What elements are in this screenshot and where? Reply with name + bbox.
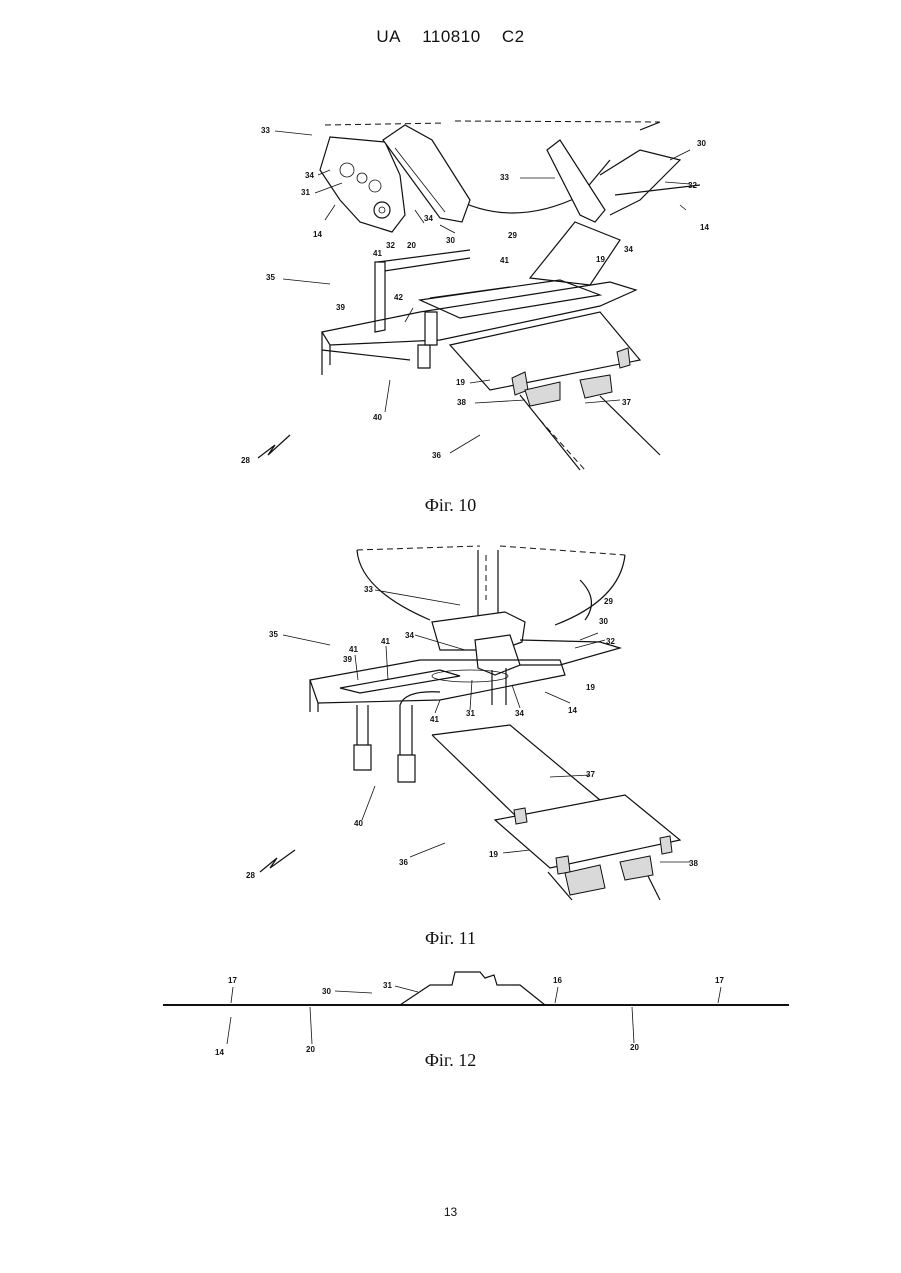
label-32: 32 (606, 637, 615, 646)
patent-header: UA 110810 C2 (0, 27, 901, 47)
header-kind: C2 (502, 27, 525, 46)
figure-10-drawing: 33 34 31 14 32 20 34 30 29 33 30 32 34 1… (0, 110, 901, 490)
label-28: 28 (246, 871, 255, 880)
label-40: 40 (354, 819, 363, 828)
figure-10: 33 34 31 14 32 20 34 30 29 33 30 32 34 1… (0, 110, 901, 490)
label-29: 29 (604, 597, 613, 606)
label-14: 14 (568, 706, 577, 715)
label-19b: 19 (456, 378, 465, 387)
figure-12: 17 30 31 16 17 14 20 20 (0, 965, 901, 1055)
label-41a: 41 (349, 645, 358, 654)
label-31: 31 (466, 709, 475, 718)
label-37: 37 (622, 398, 631, 407)
label-33: 33 (364, 585, 373, 594)
label-30: 30 (599, 617, 608, 626)
label-30b: 30 (697, 139, 706, 148)
label-34a: 34 (305, 171, 314, 180)
label-41a: 41 (373, 249, 382, 258)
figure-11-caption: Фіг. 11 (0, 928, 901, 949)
label-20: 20 (407, 241, 416, 250)
label-34b: 34 (515, 709, 524, 718)
figure-12-drawing: 17 30 31 16 17 14 20 20 (0, 965, 901, 1055)
label-39: 39 (336, 303, 345, 312)
label-37: 37 (586, 770, 595, 779)
label-41b: 41 (500, 256, 509, 265)
label-19a: 19 (586, 683, 595, 692)
figure-11-drawing: 33 29 35 30 32 34 41 41 39 19 41 31 34 1… (0, 540, 901, 910)
label-19b: 19 (489, 850, 498, 859)
label-40: 40 (373, 413, 382, 422)
label-14b: 14 (700, 223, 709, 232)
header-number: 110810 (422, 27, 480, 46)
label-35: 35 (269, 630, 278, 639)
label-29: 29 (508, 231, 517, 240)
page-number: 13 (0, 1205, 901, 1219)
label-32b: 32 (688, 181, 697, 190)
label-36: 36 (399, 858, 408, 867)
figure-11: 33 29 35 30 32 34 41 41 39 19 41 31 34 1… (0, 540, 901, 910)
label-41c: 41 (430, 715, 439, 724)
label-36: 36 (432, 451, 441, 460)
label-34c: 34 (624, 245, 633, 254)
label-39: 39 (343, 655, 352, 664)
header-country: UA (376, 27, 401, 46)
label-33b: 33 (500, 173, 509, 182)
label-31: 31 (301, 188, 310, 197)
label-17a: 17 (228, 976, 237, 985)
label-17b: 17 (715, 976, 724, 985)
label-28: 28 (241, 456, 250, 465)
label-38: 38 (689, 859, 698, 868)
label-32a: 32 (386, 241, 395, 250)
label-33a: 33 (261, 126, 270, 135)
label-35: 35 (266, 273, 275, 282)
label-38: 38 (457, 398, 466, 407)
label-31: 31 (383, 981, 392, 990)
label-30a: 30 (446, 236, 455, 245)
label-30: 30 (322, 987, 331, 996)
figure-12-caption: Фіг. 12 (0, 1050, 901, 1071)
label-14a: 14 (313, 230, 322, 239)
label-34a: 34 (405, 631, 414, 640)
figure-10-caption: Фіг. 10 (0, 495, 901, 516)
label-34b: 34 (424, 214, 433, 223)
label-19a: 19 (596, 255, 605, 264)
label-16: 16 (553, 976, 562, 985)
label-41b: 41 (381, 637, 390, 646)
label-42: 42 (394, 293, 403, 302)
